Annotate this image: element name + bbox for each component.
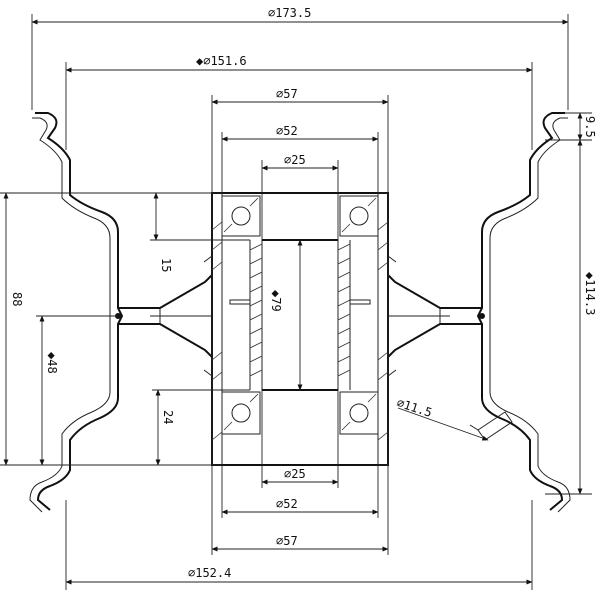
bearing-bottom-right [339,391,379,435]
dim-24: 24 [161,410,175,424]
dim-57-top: ⌀57 [276,87,298,101]
dim-25-top: ⌀25 [284,153,306,167]
dim-11: ⌀11.5 [395,396,434,420]
dim-151: ◆⌀151.6 [196,54,247,68]
disc-right [387,274,485,358]
dim-114: ◆114.3 [583,272,597,315]
dimension-labels: ⌀173.5 ◆⌀151.6 ⌀57 ⌀52 ⌀25 ⌀25 ⌀52 ⌀57 ⌀… [10,6,597,580]
bearing-bottom-left [221,391,261,435]
dim-9: 9.5 [583,116,597,138]
dim-79: ◆79 [269,290,283,312]
dim-52-top: ⌀52 [276,124,298,138]
dim-57-bottom: ⌀57 [276,534,298,548]
dimension-lines [0,14,592,590]
dim-152: ⌀152.4 [188,566,231,580]
rim-left-profile [29,112,124,513]
bearing-top-right [339,195,379,237]
bearing-top-left [221,195,261,237]
dim-48: ◆48 [45,352,59,374]
dim-15: 15 [159,258,173,272]
dim-173: ⌀173.5 [268,6,311,20]
rim-right-profile [476,112,571,513]
dim-88: 88 [10,292,24,306]
dim-25-bottom: ⌀25 [284,467,306,481]
dim-52-bottom: ⌀52 [276,497,298,511]
disc-left [115,274,213,358]
